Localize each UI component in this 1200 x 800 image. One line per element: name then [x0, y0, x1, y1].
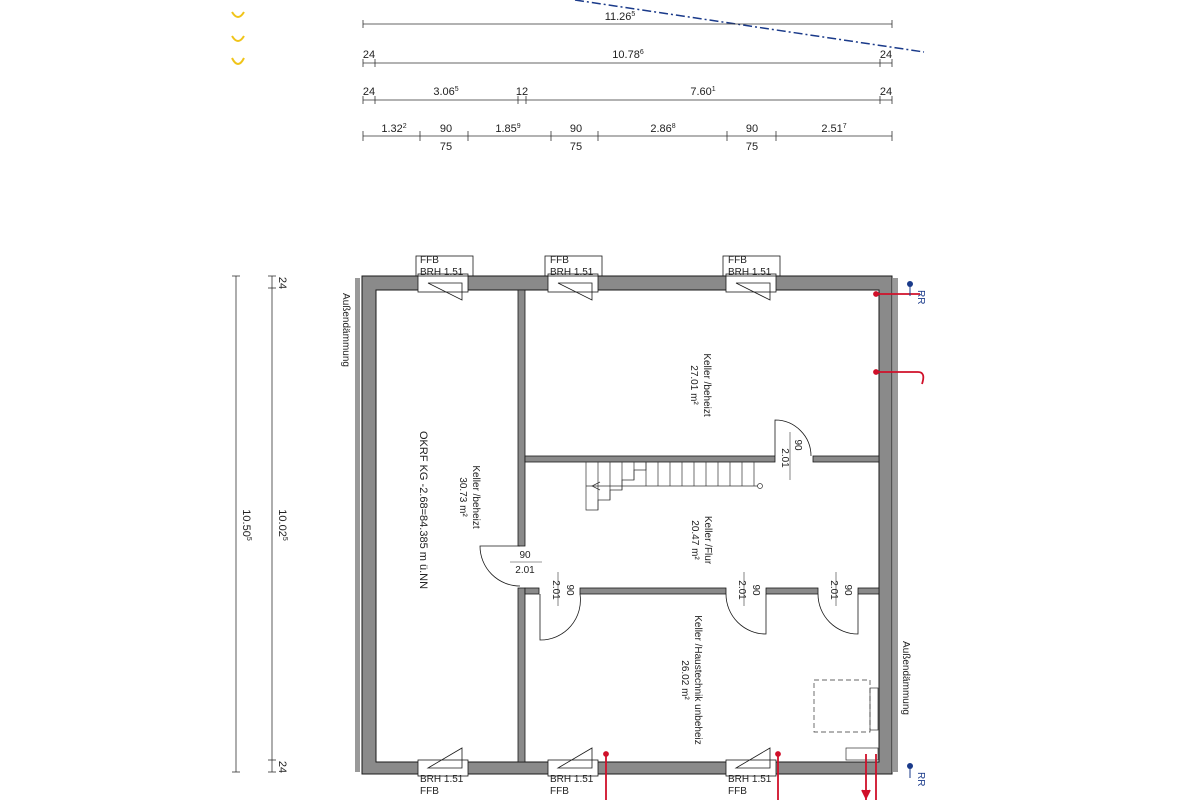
okrf-label: OKRF KG -2.68=84.385 m ü.NN: [417, 431, 429, 589]
svg-text:24: 24: [880, 49, 892, 61]
svg-text:BRH 1.51: BRH 1.51: [420, 267, 464, 278]
svg-text:75: 75: [570, 141, 582, 153]
svg-text:1.859: 1.859: [495, 123, 520, 135]
svg-text:2.01: 2.01: [828, 580, 839, 600]
svg-text:90: 90: [842, 584, 853, 596]
svg-text:FFB: FFB: [728, 786, 747, 797]
room-keller-top-area: 27.01 m²: [688, 365, 699, 405]
svg-text:7.601: 7.601: [690, 86, 715, 98]
room-haustechnik-name: Keller /Haustechnik unbeheiz: [692, 615, 703, 745]
stairs: [585, 462, 763, 511]
insulation-label-right: Außendämmung: [900, 641, 911, 715]
rr-markers: RR RR: [907, 281, 926, 786]
doors: [479, 419, 859, 641]
top-dimension-labels: 11.265 24 10.786 24 24 3.065 12 7.601 24…: [363, 11, 892, 153]
svg-text:24: 24: [276, 761, 288, 773]
svg-text:24: 24: [276, 277, 288, 289]
interior-wall-horizontal-lower-b: [579, 587, 727, 595]
svg-text:10.025: 10.025: [276, 509, 288, 541]
svg-text:3.065: 3.065: [433, 86, 458, 98]
svg-text:90: 90: [570, 123, 582, 135]
insulation-label-left: Außendämmung: [340, 293, 351, 367]
svg-text:RR: RR: [915, 772, 926, 786]
svg-text:BRH 1.51: BRH 1.51: [728, 774, 772, 785]
room-flur-area: 20.47 m²: [689, 520, 700, 560]
insulation-left: [355, 278, 360, 772]
svg-text:FFB: FFB: [420, 255, 439, 266]
svg-text:24: 24: [880, 86, 892, 98]
svg-text:11.265: 11.265: [605, 11, 636, 23]
interior-wall-vertical-bottom: [517, 587, 526, 763]
boundary-line: [574, 0, 925, 53]
room-haustechnik-area: 26.02 m²: [679, 660, 690, 700]
svg-text:2.517: 2.517: [821, 123, 846, 135]
svg-text:10.505: 10.505: [240, 509, 252, 541]
interior-wall-horizontal-lower-d: [857, 587, 880, 595]
svg-text:12: 12: [516, 86, 528, 98]
technical-equipment: [813, 679, 879, 761]
interior-wall-horizontal-upper-b: [812, 455, 880, 463]
svg-text:FFB: FFB: [550, 786, 569, 797]
svg-text:2.868: 2.868: [650, 123, 675, 135]
svg-text:2.01: 2.01: [550, 580, 561, 600]
side-dimension-labels: 10.505 10.025 24 24: [240, 277, 288, 773]
svg-text:2.01: 2.01: [736, 580, 747, 600]
svg-text:24: 24: [363, 49, 375, 61]
room-flur-name: Keller /Flur: [702, 516, 713, 565]
room-keller-left-name: Keller /beheizt: [470, 465, 481, 529]
svg-text:75: 75: [440, 141, 452, 153]
windows-bottom: [417, 747, 777, 777]
svg-text:75: 75: [746, 141, 758, 153]
interior-wall-vertical-top: [517, 289, 526, 547]
interior-wall-horizontal-lower-c: [765, 587, 819, 595]
svg-text:2.01: 2.01: [779, 448, 790, 468]
insulation-right: [893, 278, 898, 772]
room-keller-top-name: Keller /beheizt: [701, 353, 712, 417]
outer-wall: [361, 275, 893, 775]
window-labels-bottom: BRH 1.51 FFB BRH 1.51 FFB BRH 1.51 FFB: [420, 774, 772, 797]
svg-text:90: 90: [564, 584, 575, 596]
svg-text:FFB: FFB: [728, 255, 747, 266]
windows-top: [415, 255, 781, 301]
svg-text:90: 90: [746, 123, 758, 135]
svg-text:FFB: FFB: [550, 255, 569, 266]
side-dimensions: [232, 275, 276, 773]
pipes: [603, 291, 925, 800]
svg-text:90: 90: [792, 439, 803, 451]
interior-wall-horizontal-lower-a: [524, 587, 540, 595]
svg-text:BRH 1.51: BRH 1.51: [728, 267, 772, 278]
svg-text:FFB: FFB: [420, 786, 439, 797]
svg-text:90: 90: [440, 123, 452, 135]
door-labels: 90 2.01 90 2.01 90 2.01 90 2.01 90 2.01: [510, 432, 853, 606]
svg-text:BRH 1.51: BRH 1.51: [550, 774, 594, 785]
svg-text:RR: RR: [915, 290, 926, 304]
svg-text:BRH 1.51: BRH 1.51: [550, 267, 594, 278]
walls: [355, 275, 898, 775]
svg-text:90: 90: [519, 550, 531, 561]
svg-text:2.01: 2.01: [515, 565, 535, 576]
svg-text:90: 90: [750, 584, 761, 596]
interior-wall-horizontal-upper-a: [524, 455, 776, 463]
svg-text:24: 24: [363, 86, 375, 98]
window-labels-top: FFB BRH 1.51 FFB BRH 1.51 FFB BRH 1.51: [420, 255, 772, 278]
svg-text:BRH 1.51: BRH 1.51: [420, 774, 464, 785]
room-keller-left-area: 30.73 m²: [457, 477, 468, 517]
svg-text:1.322: 1.322: [381, 123, 406, 135]
room-labels: Keller /beheizt 27.01 m² Keller /beheizt…: [340, 293, 911, 745]
svg-text:10.786: 10.786: [612, 49, 644, 61]
yellow-marks: [231, 11, 245, 65]
top-dimensions: [362, 20, 893, 141]
